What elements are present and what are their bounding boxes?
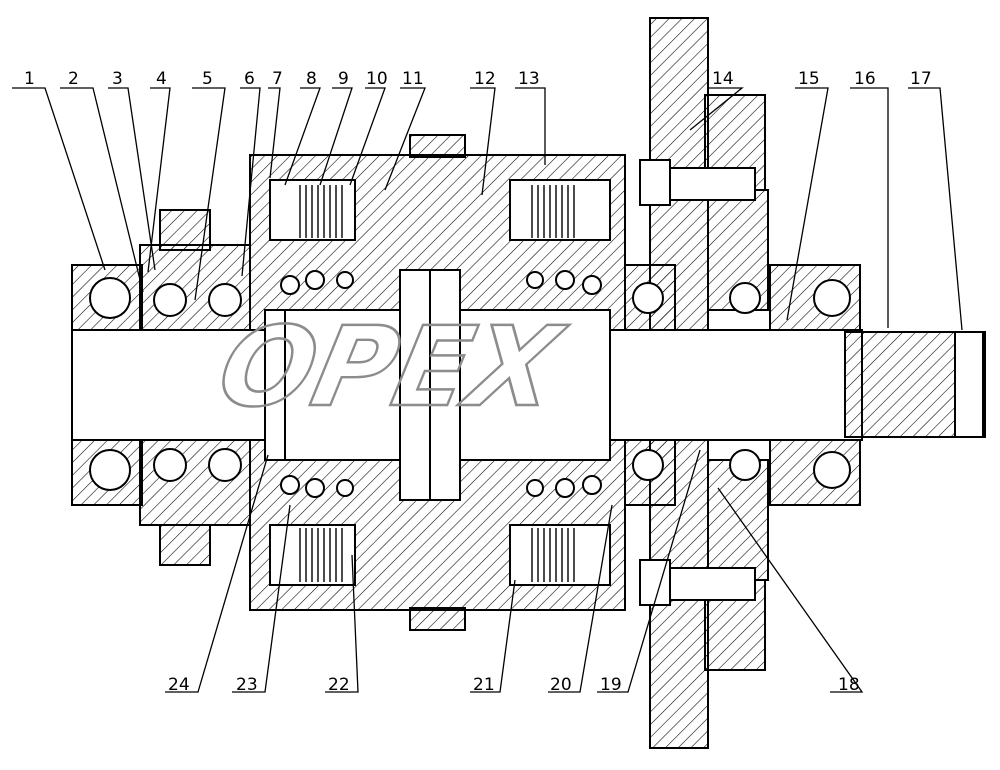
- callout-10: 10: [366, 69, 388, 89]
- callout-22: 22: [328, 675, 350, 695]
- callout-leaders: [12, 87, 963, 693]
- callout-11: 11: [402, 69, 424, 89]
- callout-15: 15: [798, 69, 820, 89]
- callout-23: 23: [236, 675, 258, 695]
- assembly-body: [71, 17, 986, 749]
- callout-16: 16: [854, 69, 876, 89]
- callout-labels: 1 2 3 4 5 6 7 8 9 10 11 12 13 14 15 16 1…: [24, 69, 932, 695]
- callout-17: 17: [910, 69, 932, 89]
- callout-2: 2: [68, 69, 79, 89]
- callout-24: 24: [168, 675, 190, 695]
- callout-21: 21: [473, 675, 495, 695]
- callout-19: 19: [600, 675, 622, 695]
- callout-5: 5: [202, 69, 213, 89]
- callout-3: 3: [112, 69, 123, 89]
- callout-6: 6: [244, 69, 255, 89]
- callout-20: 20: [550, 675, 572, 695]
- callout-12: 12: [474, 69, 496, 89]
- callout-7: 7: [272, 69, 283, 89]
- callout-4: 4: [156, 69, 167, 89]
- callout-13: 13: [518, 69, 540, 89]
- watermark: OPEX: [208, 304, 574, 432]
- callout-18: 18: [838, 675, 860, 695]
- callout-14: 14: [712, 69, 734, 89]
- callout-9: 9: [338, 69, 349, 89]
- callout-8: 8: [306, 69, 317, 89]
- callout-1: 1: [24, 69, 35, 89]
